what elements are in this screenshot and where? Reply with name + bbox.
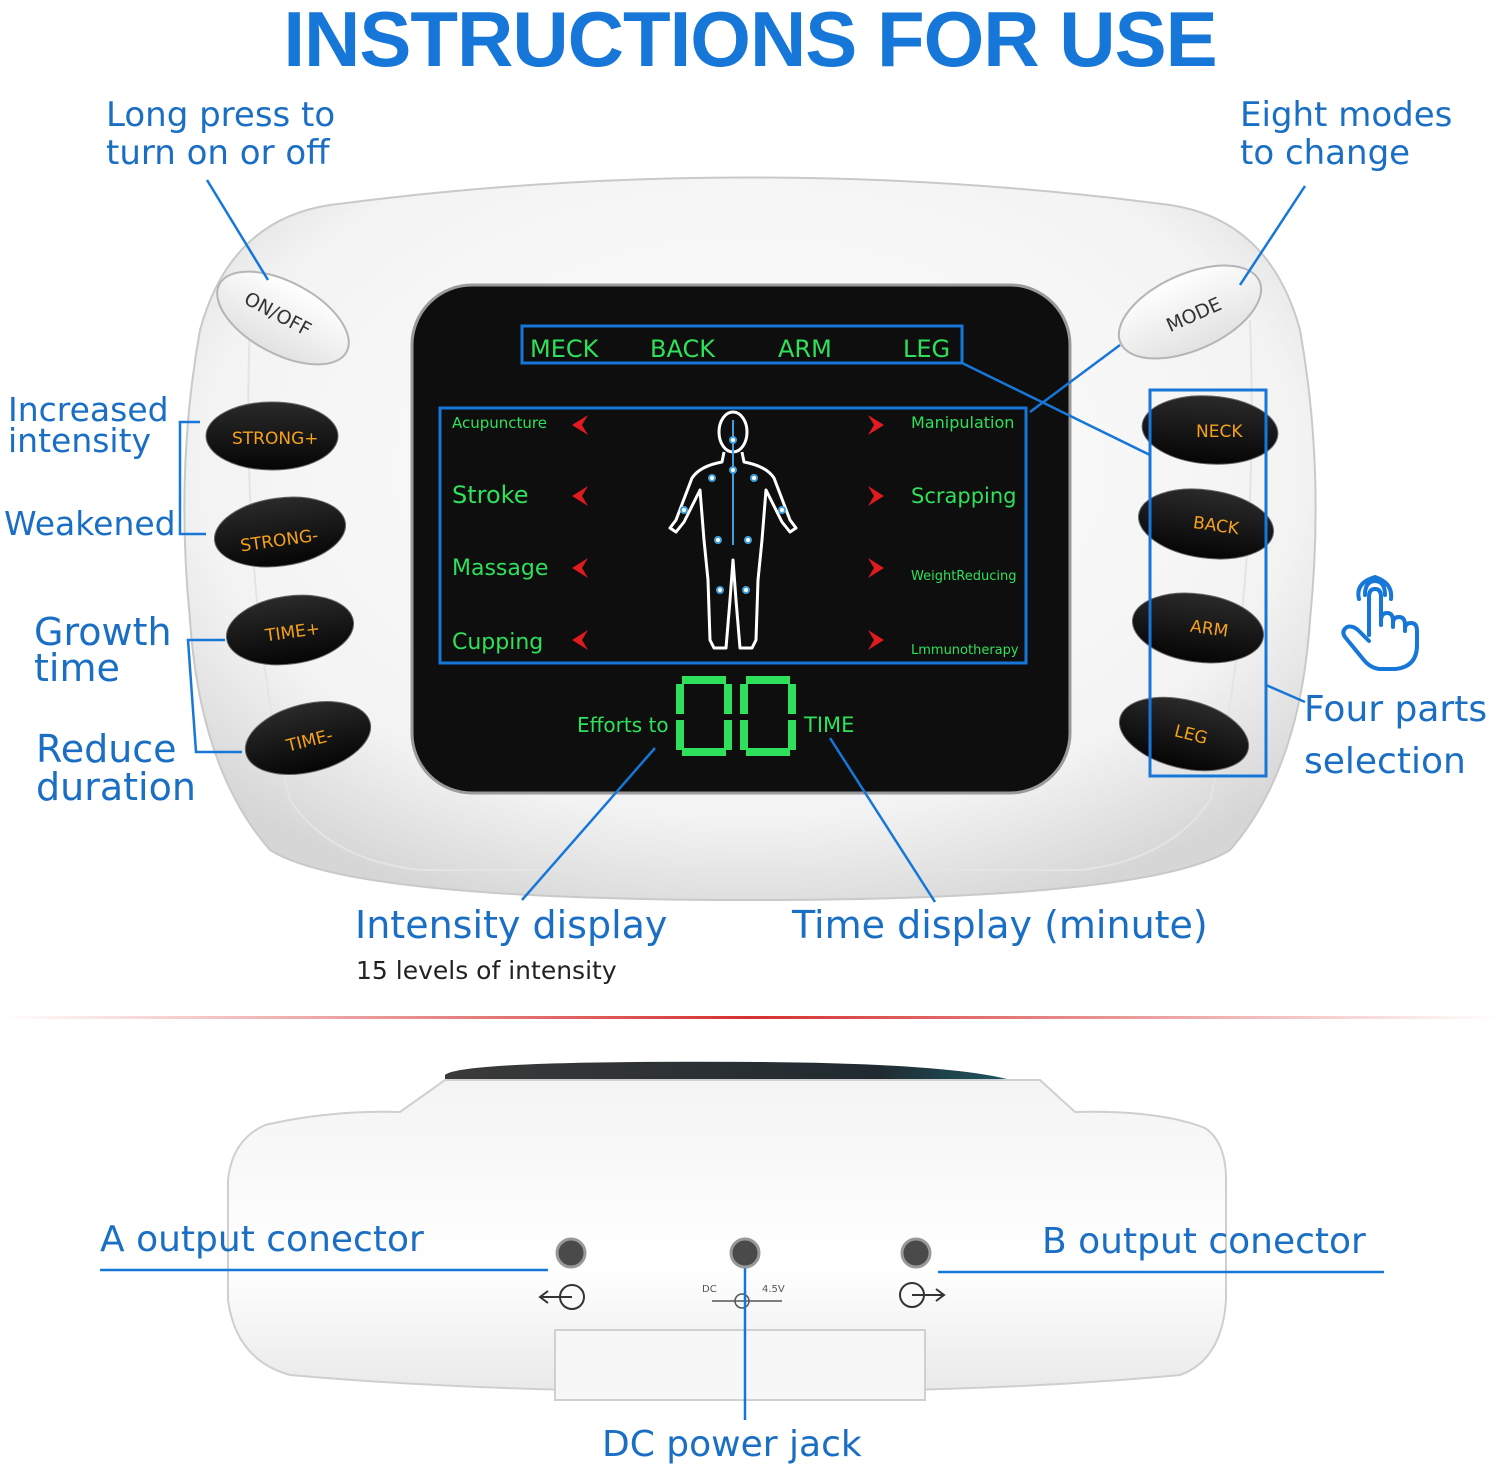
- dc-polarity-icon: [712, 1293, 782, 1309]
- bottom-device-body: [227, 1079, 1227, 1394]
- four-parts-highlight-box: [1148, 388, 1268, 778]
- mode-button[interactable]: [1105, 246, 1275, 377]
- connector-b[interactable]: [900, 1237, 932, 1269]
- strong-minus-label: STRONG-: [239, 526, 319, 557]
- battery-cover: [554, 1329, 926, 1401]
- bottom-callout-lines: [100, 1268, 1384, 1420]
- part-label: MECK: [530, 335, 600, 363]
- right-button-shapes: [1118, 395, 1279, 772]
- arrow-right-icons: [868, 415, 884, 650]
- body-points: [680, 420, 786, 594]
- mode-label: WeightReducing: [911, 569, 1016, 584]
- back-button-label: BACK: [1192, 513, 1241, 539]
- mode-label: Scrapping: [911, 484, 1017, 508]
- b-output-callout: B output conector: [1042, 1221, 1366, 1262]
- output-b-symbol-icon: [899, 1282, 946, 1308]
- callout-lines: [178, 179, 1307, 903]
- dc-jack[interactable]: [729, 1237, 761, 1269]
- lcd-bezel: [410, 283, 1072, 795]
- dc-label: DC: [702, 1284, 717, 1295]
- parts-highlight-box: [520, 324, 964, 365]
- time-label: TIME: [803, 713, 854, 737]
- connector-a[interactable]: [555, 1237, 587, 1269]
- mode-label: Lmmunotherapy: [911, 643, 1019, 658]
- left-button-shapes: [205, 401, 372, 775]
- onoff-button[interactable]: [203, 252, 364, 383]
- mode-label: Acupuncture: [452, 414, 547, 432]
- dc-jack-callout: DC power jack: [602, 1424, 862, 1465]
- modes-highlight-box: [438, 406, 1028, 665]
- intensity-display-callout: Intensity display: [355, 903, 668, 947]
- mode-button-label: MODE: [1163, 293, 1225, 337]
- onoff-button-label: ON/OFF: [240, 288, 314, 341]
- neck-button-label: NECK: [1196, 422, 1243, 442]
- touch-hand-icon: [1341, 575, 1419, 671]
- arm-button-label: ARM: [1189, 617, 1230, 642]
- mode-label: Stroke: [452, 481, 528, 509]
- mode-label: Manipulation: [911, 413, 1014, 432]
- mode-label: Cupping: [452, 630, 543, 655]
- arrow-left-icons: [572, 415, 588, 650]
- time-display-callout: Time display (minute): [792, 903, 1208, 947]
- intensity-display-subtext: 15 levels of intensity: [356, 956, 617, 985]
- part-label: ARM: [778, 335, 832, 363]
- section-divider: [0, 1016, 1500, 1019]
- intensity-digits: [676, 676, 796, 756]
- strong-plus-label: STRONG+: [232, 429, 319, 449]
- efforts-label: Efforts to: [577, 713, 669, 737]
- part-label: BACK: [650, 335, 716, 363]
- leg-button-label: LEG: [1172, 721, 1209, 748]
- mode-label: Massage: [452, 556, 548, 581]
- output-a-symbol-icon: [538, 1284, 585, 1310]
- page-title: INSTRUCTIONS FOR USE: [283, 0, 1217, 83]
- time-minus-label: TIME-: [284, 726, 335, 757]
- time-plus-label: TIME+: [263, 619, 321, 647]
- part-label: LEG: [903, 335, 950, 363]
- a-output-callout: A output conector: [100, 1219, 424, 1260]
- strong-minus-callout: Weakened: [4, 504, 176, 543]
- voltage-label: 4.5V: [762, 1284, 785, 1295]
